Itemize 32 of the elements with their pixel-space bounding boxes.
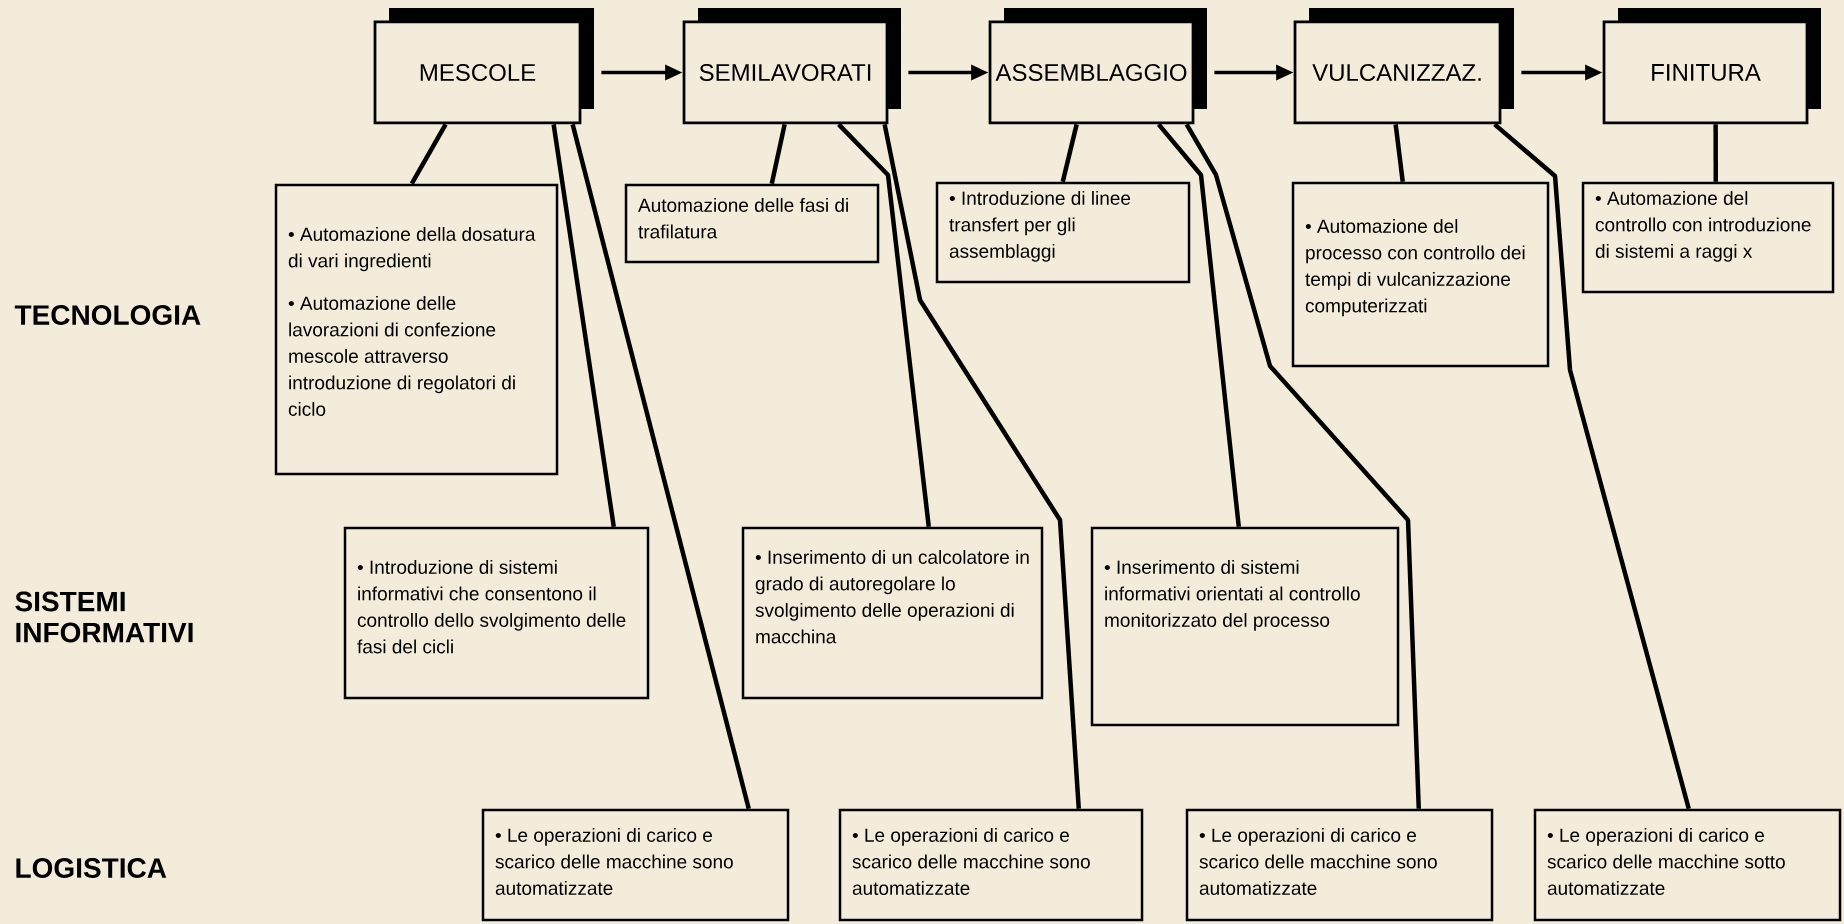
connector-line [551,124,616,528]
connector-line [1713,124,1718,182]
stage-box: MESCOLE [373,8,594,125]
text-box: Automazione delle fasi di trafilatura [624,183,880,264]
connector-line [409,123,448,185]
connector-line [570,123,751,810]
row-label: TECNOLOGIA [14,305,201,325]
stage-box: SEMILAVORATI [682,8,901,125]
connector-line [837,122,931,527]
text-box: • Le operazioni di carico e scarico delle macchine sotto automatizzate [1533,808,1842,922]
connector-line [882,123,1081,809]
text-box: • Inserimento di sistemi informativi orientati al controllo monitorizzato del processo [1090,526,1400,727]
text-box: • Le operazioni di carico e scarico delle macchine sono automatizzate [481,808,790,922]
connector-line [1393,124,1405,182]
text-box: • Automazione della dosatura di vari ingredienti • Automazione delle lavorazioni di confezione mescole attraverso introduzione di regolatori di ciclo [274,183,559,476]
row-label: SISTEMI INFORMATIVI [15,591,193,643]
text-box: • Le operazioni di carico e scarico delle macchine sono automatizzate [838,808,1144,922]
connector-line [1060,123,1079,183]
connector-line [769,123,787,185]
connector-line [1184,123,1421,809]
text-box: • Inserimento di un calcolatore in grado di autoregolare lo svolgimento delle operazioni di macchina [741,526,1044,700]
text-box: • Le operazioni di carico e scarico delle macchine sono automatizzate [1185,808,1494,922]
text-box: • Introduzione di linee transfert per gli assemblaggi [935,181,1191,284]
stage-box: ASSEMBLAGGIO [988,8,1207,125]
text-box: • Automazione del processo con controllo dei tempi di vulcanizzazione computerizzati [1291,181,1550,368]
text-box: • Automazione del controllo con introduzione di sistemi a raggi x [1581,181,1835,294]
text-box: • Introduzione di sistemi informativi che consentono il controllo dello svolgimento delle fasi del cicli [343,526,650,700]
stage-box: FINITURA [1602,8,1821,125]
connector-line [1493,122,1691,810]
stage-box: VULCANIZZAZ. [1293,8,1514,125]
connector-line [1156,122,1241,527]
row-label: LOGISTICA [16,858,167,878]
